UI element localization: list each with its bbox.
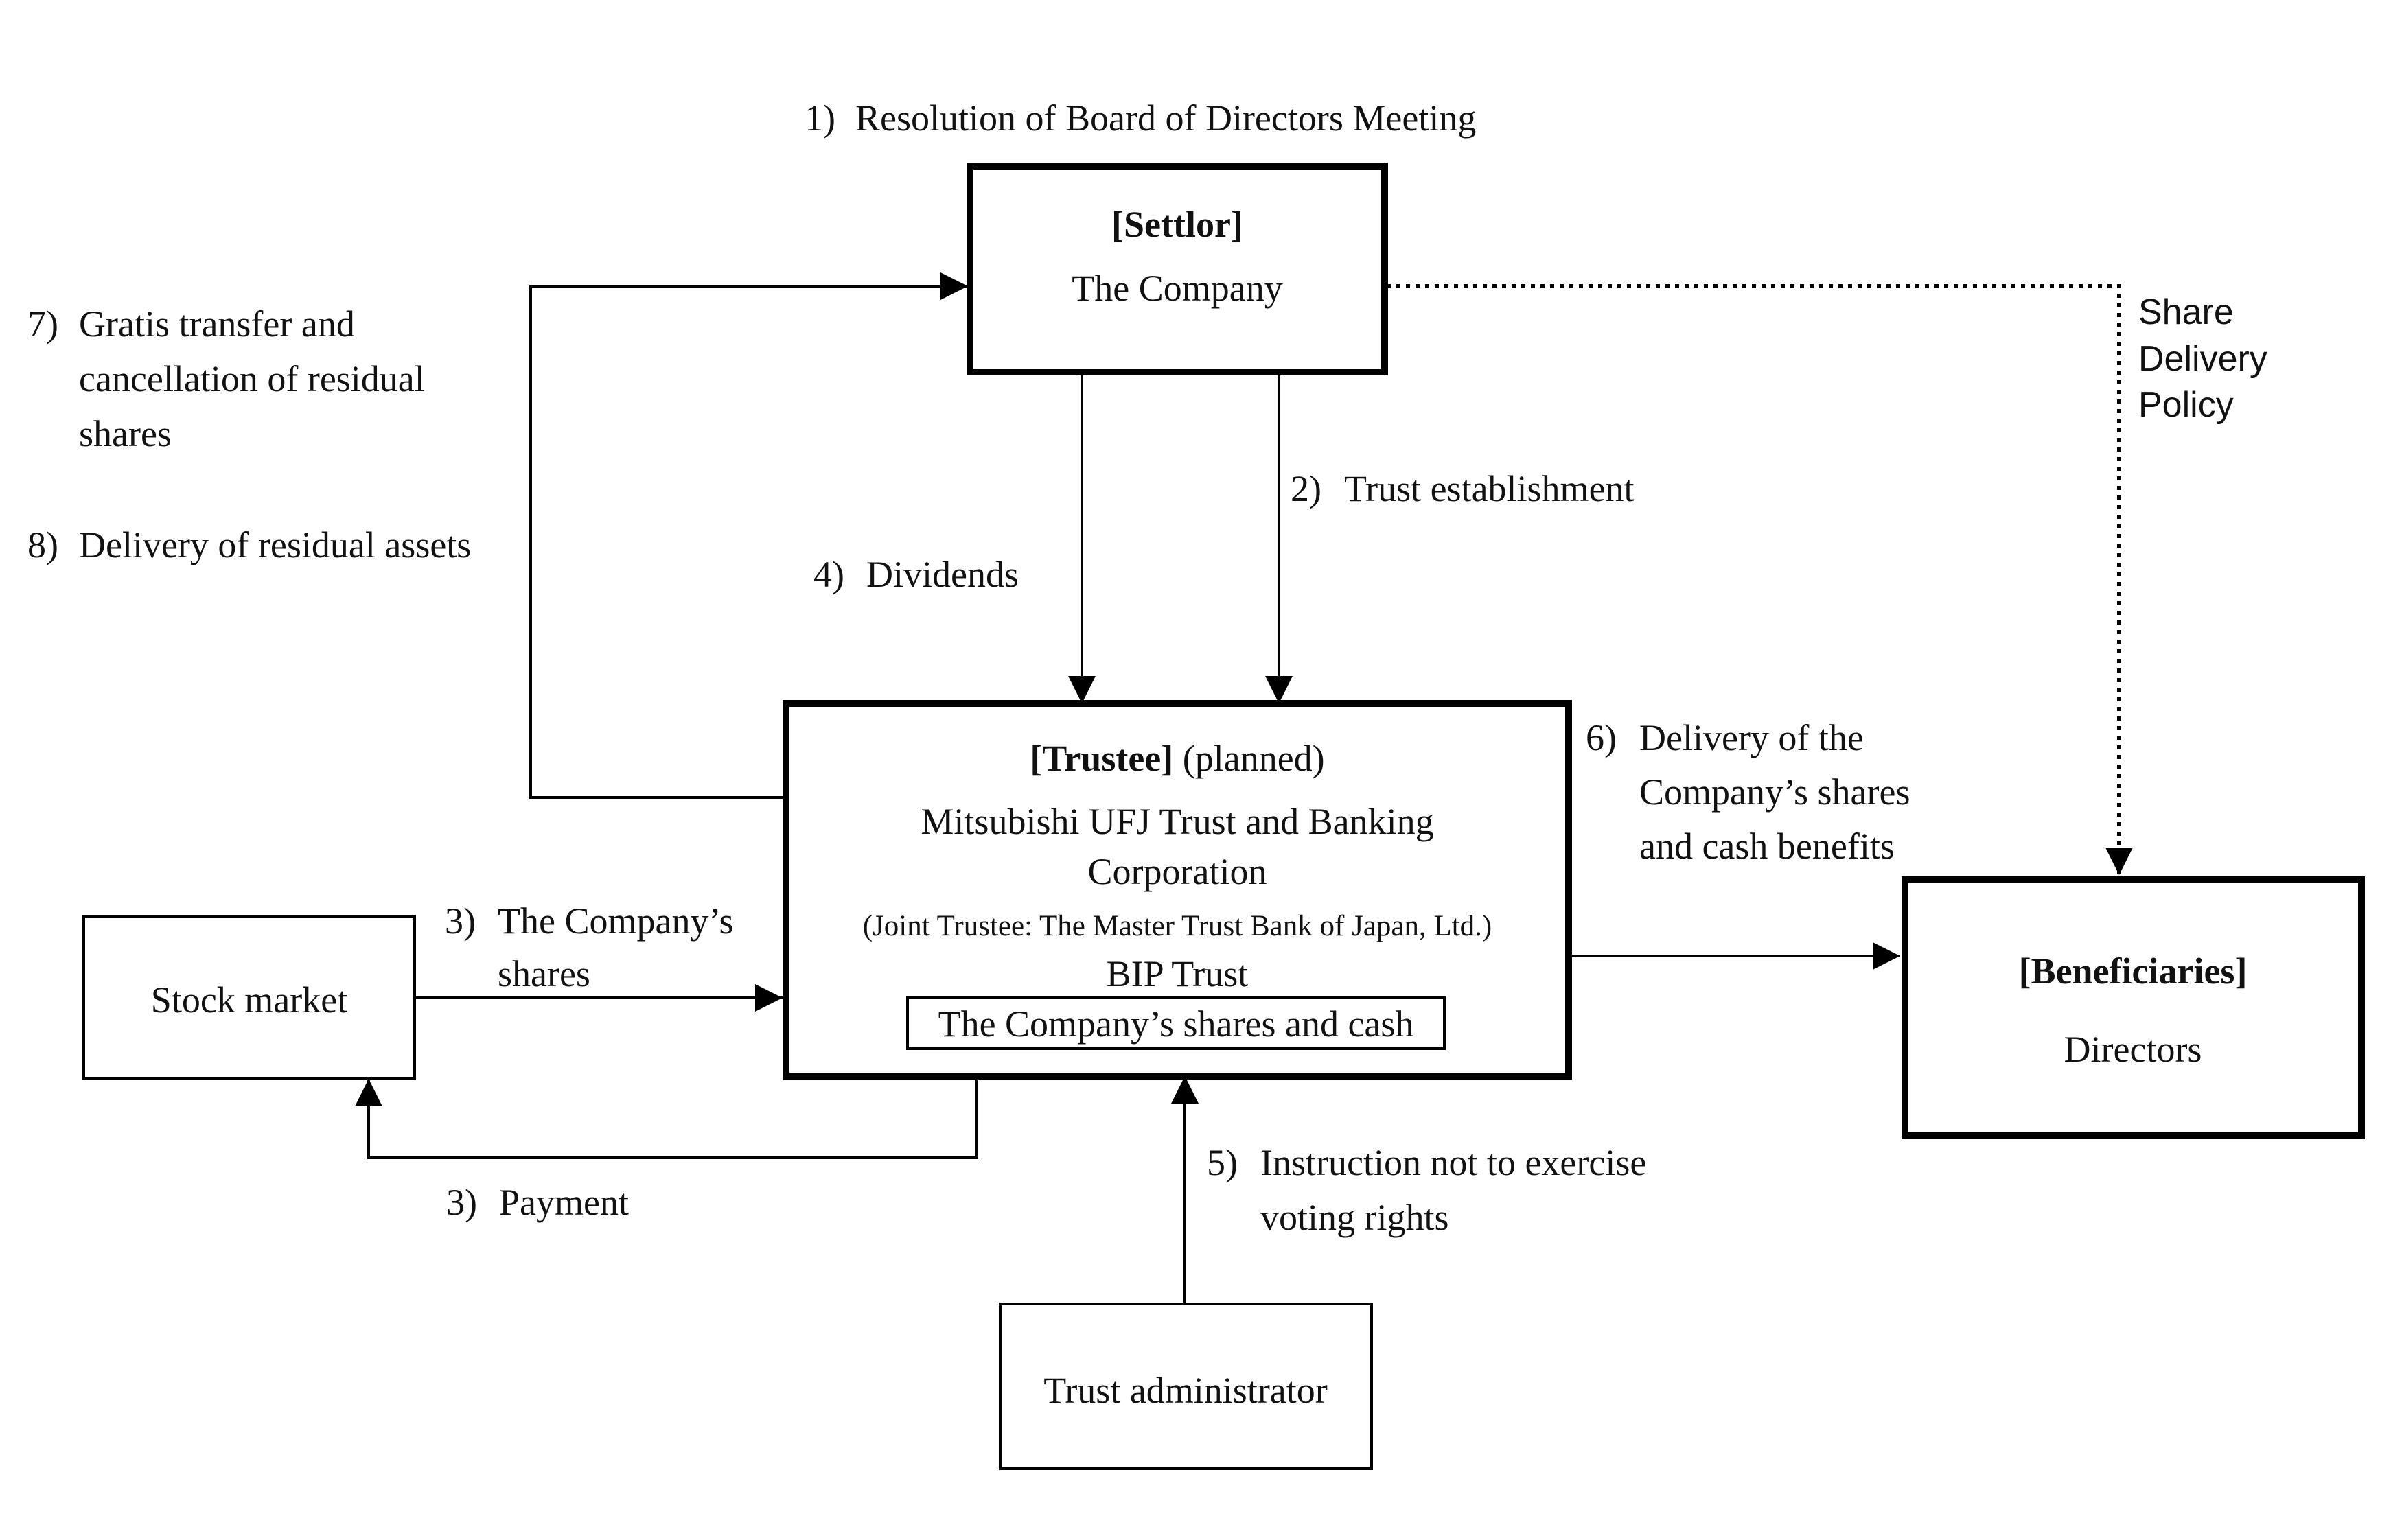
step-3-payment-text: Payment	[499, 1182, 629, 1223]
step-3-payment-label: 3) Payment	[446, 1182, 629, 1223]
step-3-shares-line1: The Company’s	[498, 900, 733, 942]
trust-admin-box: Trust administrator	[999, 1303, 1373, 1470]
step-3-shares-num: 3)	[445, 900, 476, 942]
step-4-text: Dividends	[866, 554, 1019, 595]
step-4-num: 4)	[813, 554, 844, 595]
trustee-title-suffix: (planned)	[1183, 738, 1325, 779]
trustee-name-line1: Mitsubishi UFJ Trust and Banking	[921, 801, 1433, 842]
holdings-frame	[906, 996, 1446, 1050]
arrow-residual-to-settlor	[529, 272, 968, 799]
trustee-title: [Trustee]	[1030, 738, 1173, 779]
step-2-label: 2) Trust establishment	[1291, 468, 1635, 509]
arrow-payment-to-market	[355, 1077, 978, 1159]
step-8-label: 8) Delivery of residual assets	[27, 524, 471, 565]
policy-line3: Policy	[2138, 385, 2234, 425]
step-6-line2: Company’s shares	[1639, 771, 1910, 813]
trustee-trust-name: BIP Trust	[1107, 953, 1249, 994]
stock-market-name: Stock market	[151, 979, 347, 1020]
trustee-name-line2: Corporation	[1088, 851, 1267, 892]
dotted-share-delivery-policy	[1359, 272, 2133, 875]
step-5-label: 5) Instruction not to exercise voting ri…	[1207, 1142, 1646, 1238]
stock-market-box: Stock market	[82, 915, 416, 1080]
step-6-line1: Delivery of the	[1639, 717, 1864, 758]
step-3-payment-num: 3)	[446, 1182, 477, 1223]
step-1-num: 1)	[805, 97, 835, 139]
settlor-box: [Settlor] The Company	[967, 163, 1388, 375]
share-delivery-policy-label: Share Delivery Policy	[2138, 292, 2267, 425]
step-7-line1: Gratis transfer and	[79, 303, 355, 345]
step-4-label: 4) Dividends	[813, 554, 1019, 595]
step-7-num: 7)	[27, 303, 58, 345]
trustee-holdings: The Company’s shares and cash	[938, 1003, 1414, 1045]
step-3-shares-label: 3) The Company’s shares	[445, 900, 733, 994]
step-2-text: Trust establishment	[1344, 468, 1635, 509]
settlor-name: The Company	[1072, 268, 1282, 309]
step-1-text: Resolution of Board of Directors Meeting	[855, 97, 1476, 139]
step-7-line2: cancellation of residual	[79, 358, 425, 399]
step-5-line1: Instruction not to exercise	[1260, 1142, 1646, 1183]
trustee-joint: (Joint Trustee: The Master Trust Bank of…	[863, 910, 1492, 942]
policy-line1: Share	[2138, 292, 2234, 332]
step-2-num: 2)	[1291, 468, 1321, 509]
beneficiaries-box: [Beneficiaries] Directors	[1902, 876, 2365, 1139]
step-8-text: Delivery of residual assets	[79, 524, 471, 565]
step-6-label: 6) Delivery of the Company’s shares and …	[1586, 717, 1910, 867]
trust-admin-name: Trust administrator	[1043, 1370, 1328, 1411]
trustee-box: [Trustee] (planned) Mitsubishi UFJ Trust…	[783, 700, 1572, 1080]
beneficiaries-name: Directors	[2064, 1029, 2202, 1070]
step-6-num: 6)	[1586, 717, 1617, 758]
beneficiaries-title: [Beneficiaries]	[2019, 950, 2248, 992]
step-6-line3: and cash benefits	[1639, 826, 1895, 867]
step-5-line2: voting rights	[1260, 1197, 1449, 1238]
step-7-line3: shares	[79, 413, 172, 454]
policy-line2: Delivery	[2138, 339, 2267, 379]
step-3-shares-line2: shares	[498, 953, 590, 994]
trustee-title-line: [Trustee] (planned)	[1030, 738, 1324, 779]
step-7-label: 7) Gratis transfer and cancellation of r…	[27, 303, 425, 454]
step-1-label: 1) Resolution of Board of Directors Meet…	[805, 97, 1476, 139]
settlor-title: [Settlor]	[1111, 204, 1243, 245]
step-8-num: 8)	[27, 524, 58, 565]
step-5-num: 5)	[1207, 1142, 1238, 1183]
